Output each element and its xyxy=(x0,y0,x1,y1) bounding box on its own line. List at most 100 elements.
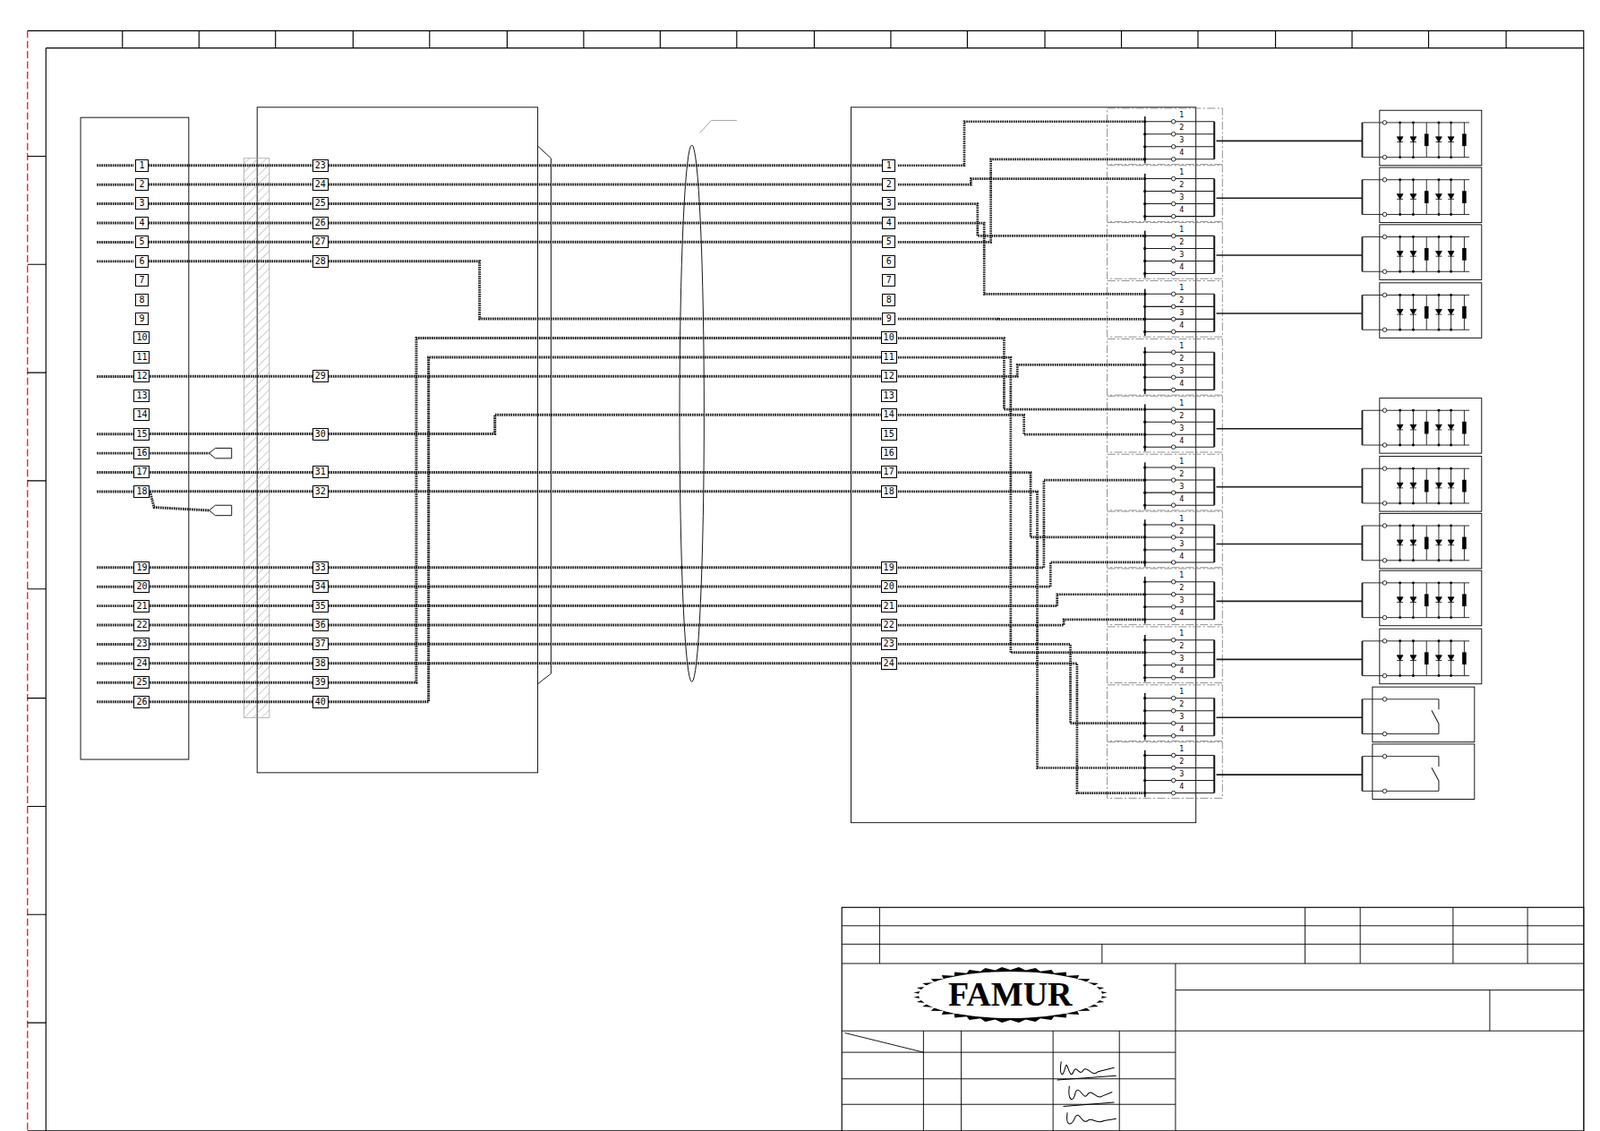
pin-number: 15 xyxy=(136,429,147,439)
pin-box: 6 xyxy=(881,255,896,268)
junction-dot xyxy=(1437,558,1440,562)
device-cable xyxy=(1215,600,1362,603)
junction-dot xyxy=(1449,409,1453,412)
terminal-screw xyxy=(1171,650,1176,655)
junction-dot xyxy=(1411,674,1415,677)
junction-dot xyxy=(1437,293,1440,297)
pin-number: 25 xyxy=(136,677,147,687)
pin-number: 12 xyxy=(136,371,147,381)
pin-number: 17 xyxy=(136,467,147,477)
wire xyxy=(148,183,313,187)
pin-number: 7 xyxy=(138,275,145,285)
terminal-dot xyxy=(1143,330,1147,334)
terminal-line xyxy=(1145,446,1215,448)
junction-dot xyxy=(1449,444,1453,447)
pin-box: 9 xyxy=(135,312,149,326)
diode-symbol xyxy=(1436,136,1443,143)
terminal-dot xyxy=(1143,247,1147,250)
pin-box: 33 xyxy=(312,561,329,574)
wire xyxy=(898,619,1146,625)
junction-dot xyxy=(1398,235,1402,239)
pin-box: 34 xyxy=(312,580,329,593)
wire xyxy=(148,202,313,206)
pin-box: 21 xyxy=(133,599,150,613)
terminal-block xyxy=(1107,165,1224,223)
wire xyxy=(328,202,882,206)
pin-box: 27 xyxy=(312,235,329,249)
logo-saw xyxy=(913,966,1107,1023)
diode-symbol xyxy=(1396,308,1404,315)
rail xyxy=(1361,294,1470,330)
pin-number: 22 xyxy=(136,620,147,630)
junction-dot xyxy=(1437,155,1440,159)
terminal-dot xyxy=(1143,305,1147,309)
junction-dot xyxy=(1398,558,1402,562)
diode-symbol xyxy=(1447,136,1455,143)
terminal-number: 1 xyxy=(1178,515,1185,523)
terminal-screw xyxy=(1171,604,1176,609)
device-cable xyxy=(1215,254,1362,257)
device-cable xyxy=(1215,773,1362,776)
pin-number: 15 xyxy=(883,429,895,439)
device-terminal xyxy=(1382,292,1387,298)
terminal-dot xyxy=(1143,491,1147,495)
terminal-screw xyxy=(1171,720,1176,726)
junction-dot xyxy=(1398,674,1402,677)
rail xyxy=(1361,122,1364,158)
terminal-screw xyxy=(1171,291,1176,297)
junction-dot xyxy=(1398,213,1402,216)
wire xyxy=(898,338,1146,411)
pin-number: 32 xyxy=(315,487,326,497)
pin-box: 13 xyxy=(133,389,150,403)
diode-symbol xyxy=(1410,424,1417,430)
wire xyxy=(96,432,134,436)
terminal-screw xyxy=(1171,675,1176,680)
diode-symbol xyxy=(1436,482,1443,488)
resistor-symbol xyxy=(1424,593,1429,607)
device-cable xyxy=(1215,427,1362,430)
wiring-details xyxy=(96,108,1482,800)
pin-box: 26 xyxy=(312,216,329,230)
wire xyxy=(149,375,312,378)
pin-box: 7 xyxy=(135,273,149,287)
wire xyxy=(328,642,882,646)
wire xyxy=(328,565,882,569)
diode-symbol xyxy=(1436,539,1443,546)
terminal-screw xyxy=(1171,637,1176,642)
terminal-line xyxy=(1145,293,1215,295)
terminal-line xyxy=(1145,618,1215,620)
pin-number: 37 xyxy=(315,639,326,649)
pin-number: 24 xyxy=(883,658,895,668)
wire xyxy=(898,491,1146,769)
wire xyxy=(898,159,1146,243)
rail xyxy=(1361,122,1470,158)
pin-box: 5 xyxy=(135,235,149,249)
terminal-block xyxy=(1107,395,1224,453)
resistor-symbol xyxy=(1462,421,1467,435)
terminal-bus xyxy=(1144,347,1147,394)
pin-number: 4 xyxy=(138,218,145,228)
terminal-bridge xyxy=(1213,524,1215,563)
terminal-bridge xyxy=(1213,640,1215,678)
junction-dot xyxy=(1411,524,1415,528)
terminal-number: 2 xyxy=(1178,412,1185,420)
junction-dot xyxy=(1449,155,1453,159)
wire xyxy=(328,604,882,608)
terminal-number: 2 xyxy=(1178,701,1185,709)
wire xyxy=(96,202,134,206)
wire xyxy=(898,562,1146,587)
resistor-symbol xyxy=(1462,537,1467,550)
terminal-block xyxy=(1107,568,1224,625)
terminal-bridge xyxy=(1213,409,1215,447)
diode-symbol xyxy=(1436,424,1443,430)
pin-number: 34 xyxy=(315,581,326,591)
shield-terminator xyxy=(209,504,232,515)
resistor-symbol xyxy=(1462,651,1467,665)
wire xyxy=(96,183,134,187)
terminal-number: 2 xyxy=(1178,124,1185,132)
diode-symbol xyxy=(1396,250,1404,257)
terminal-number: 3 xyxy=(1178,713,1185,721)
pin-box: 24 xyxy=(881,657,898,670)
